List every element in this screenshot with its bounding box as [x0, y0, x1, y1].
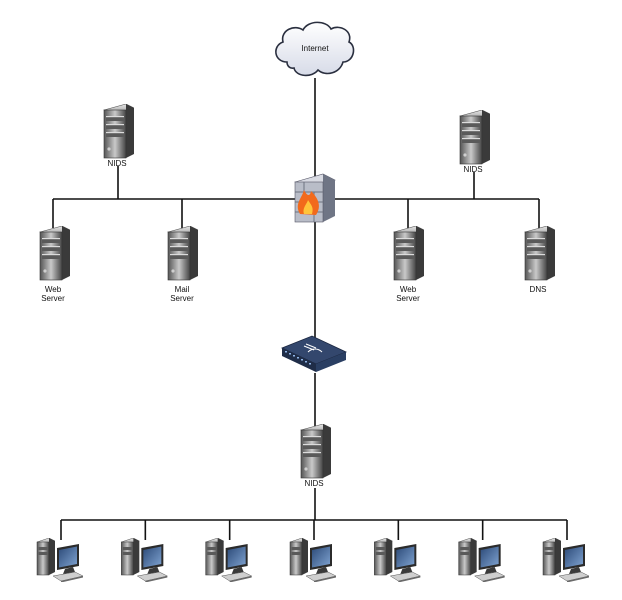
nids-center: NIDS — [300, 424, 331, 488]
server-tower-icon — [167, 226, 198, 281]
server-tower-icon — [300, 424, 331, 479]
cloud-icon — [275, 21, 355, 77]
workstation-icon — [205, 538, 253, 582]
web-server-left: Web Server — [39, 226, 70, 303]
nids-left: NIDS — [103, 104, 134, 168]
dns-server: DNS — [524, 226, 555, 294]
nids-right: NIDS — [459, 110, 490, 174]
nids-right-label: NIDS — [463, 165, 482, 174]
mail-server-label-line2: Server — [170, 294, 194, 303]
server-tower-icon — [39, 226, 70, 281]
web-server-left-label-line2: Server — [41, 294, 65, 303]
web-server-right-label-line2: Server — [396, 294, 420, 303]
server-tower-icon — [393, 226, 424, 281]
web-server-right: Web Server — [393, 226, 424, 303]
server-tower-icon — [459, 110, 490, 165]
workstation-icon — [120, 538, 168, 582]
nids-left-label: NIDS — [107, 159, 126, 168]
workstation-icon — [289, 538, 337, 582]
workstations — [36, 538, 590, 582]
workstation-icon — [458, 538, 506, 582]
mail-server-label-line1: Mail — [175, 285, 190, 294]
dns-label: DNS — [530, 285, 547, 294]
workstation-icon — [373, 538, 421, 582]
workstation-icon — [542, 538, 590, 582]
server-tower-icon — [103, 104, 134, 159]
web-server-left-label-line1: Web — [45, 285, 62, 294]
internet-cloud: Internet — [275, 21, 355, 77]
firewall-icon — [294, 173, 336, 223]
workstation-icon — [36, 538, 84, 582]
workstation-drops — [60, 520, 568, 540]
network-switch-icon — [280, 335, 348, 372]
network-switch — [280, 335, 348, 372]
internet-label: Internet — [301, 44, 329, 53]
firewall — [294, 173, 336, 223]
nids-center-label: NIDS — [304, 479, 323, 488]
mail-server: Mail Server — [167, 226, 198, 303]
web-server-right-label-line1: Web — [400, 285, 417, 294]
server-tower-icon — [524, 226, 555, 281]
